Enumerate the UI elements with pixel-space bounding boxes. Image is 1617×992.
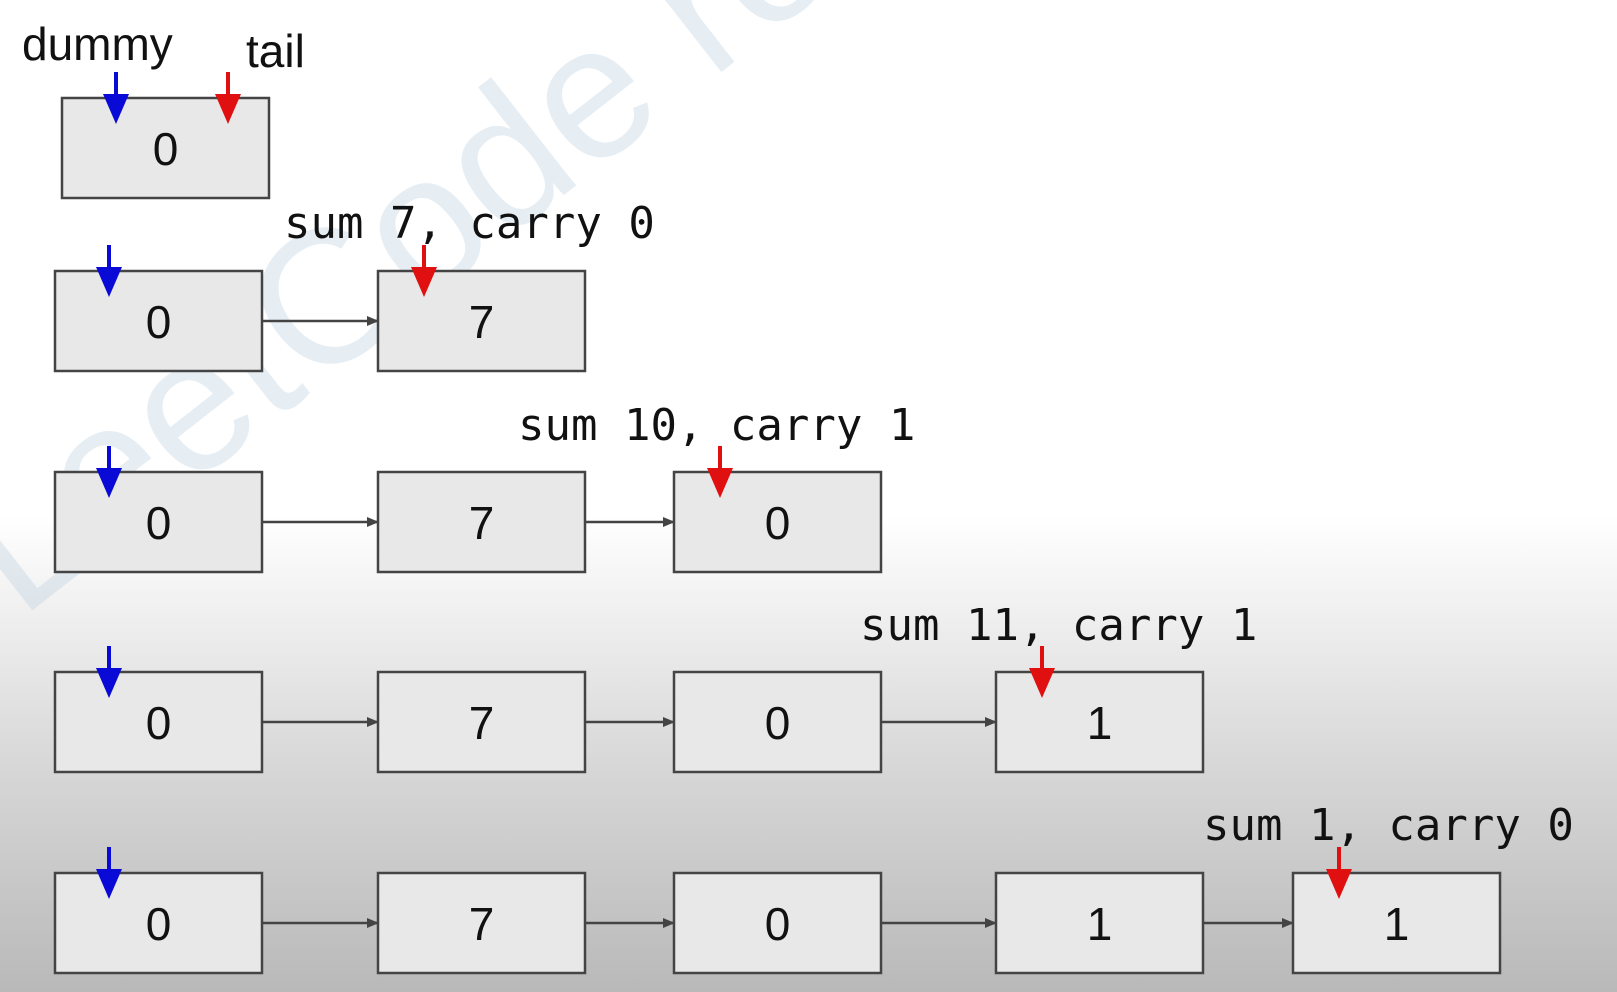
node-value: 0 [153, 123, 179, 175]
list-node: 0 [53, 470, 264, 574]
node-value: 7 [469, 697, 495, 749]
sum-carry-label: sum 7, carry 0 [284, 198, 655, 249]
node-box [672, 670, 883, 774]
sum-carry-label: sum 10, carry 1 [518, 400, 915, 451]
list-node: 0 [672, 670, 883, 774]
node-value: 0 [146, 296, 172, 348]
list-node: 0 [53, 269, 264, 373]
list-node: 0 [60, 96, 271, 200]
dummy-pointer-arrow [96, 646, 122, 698]
dummy-pointer-arrow [103, 72, 129, 124]
dummy-label: dummy [22, 18, 173, 70]
dummy-pointer-arrow [96, 245, 122, 297]
node-box [376, 670, 587, 774]
node-value: 0 [765, 497, 791, 549]
node-value: 7 [469, 898, 495, 950]
node-value: 7 [469, 497, 495, 549]
tail-pointer-arrow [411, 245, 437, 297]
node-box [53, 470, 264, 574]
row-5: 0 7 0 1 1 sum 1, carry 0 [53, 800, 1574, 975]
node-box [53, 670, 264, 774]
sum-carry-label: sum 11, carry 1 [860, 600, 1257, 651]
node-box [53, 871, 264, 975]
dummy-pointer-arrow [96, 847, 122, 899]
node-box [1291, 871, 1502, 975]
node-value: 1 [1087, 898, 1113, 950]
row-4: 0 7 0 1 sum 11, carry 1 [53, 600, 1257, 774]
row-1: 0 [60, 96, 271, 200]
list-node: 0 [672, 470, 883, 574]
node-box [994, 670, 1205, 774]
node-box [376, 269, 587, 373]
node-value: 0 [146, 697, 172, 749]
list-node: 1 [994, 670, 1205, 774]
node-value: 0 [765, 697, 791, 749]
dummy-pointer-arrow [96, 446, 122, 498]
list-node: 1 [994, 871, 1205, 975]
list-node: 0 [53, 670, 264, 774]
diagram-rows: 0 0 7 sum 7, carry 0 0 7 0 sum 10, carry 1 0 7 0 1 s… [22, 18, 1574, 975]
row-2: 0 7 sum 7, carry 0 [53, 198, 655, 373]
node-value: 1 [1384, 898, 1410, 950]
list-node: 7 [376, 470, 587, 574]
node-value: 1 [1087, 697, 1113, 749]
list-node: 7 [376, 670, 587, 774]
node-value: 7 [469, 296, 495, 348]
list-node: 7 [376, 871, 587, 975]
tail-pointer-arrow [215, 72, 241, 124]
node-value: 0 [146, 898, 172, 950]
node-box [60, 96, 271, 200]
tail-label: tail [246, 25, 305, 77]
tail-pointer-arrow [1326, 847, 1352, 899]
list-node: 0 [53, 871, 264, 975]
node-box [672, 871, 883, 975]
node-box [672, 470, 883, 574]
tail-pointer-arrow [707, 446, 733, 498]
sum-carry-label: sum 1, carry 0 [1203, 800, 1574, 851]
list-node: 7 [376, 269, 587, 373]
node-value: 0 [146, 497, 172, 549]
node-box [53, 269, 264, 373]
list-node: 0 [672, 871, 883, 975]
row-3: 0 7 0 sum 10, carry 1 [53, 400, 915, 574]
node-value: 0 [765, 898, 791, 950]
list-node: 1 [1291, 871, 1502, 975]
tail-pointer-arrow [1029, 646, 1055, 698]
